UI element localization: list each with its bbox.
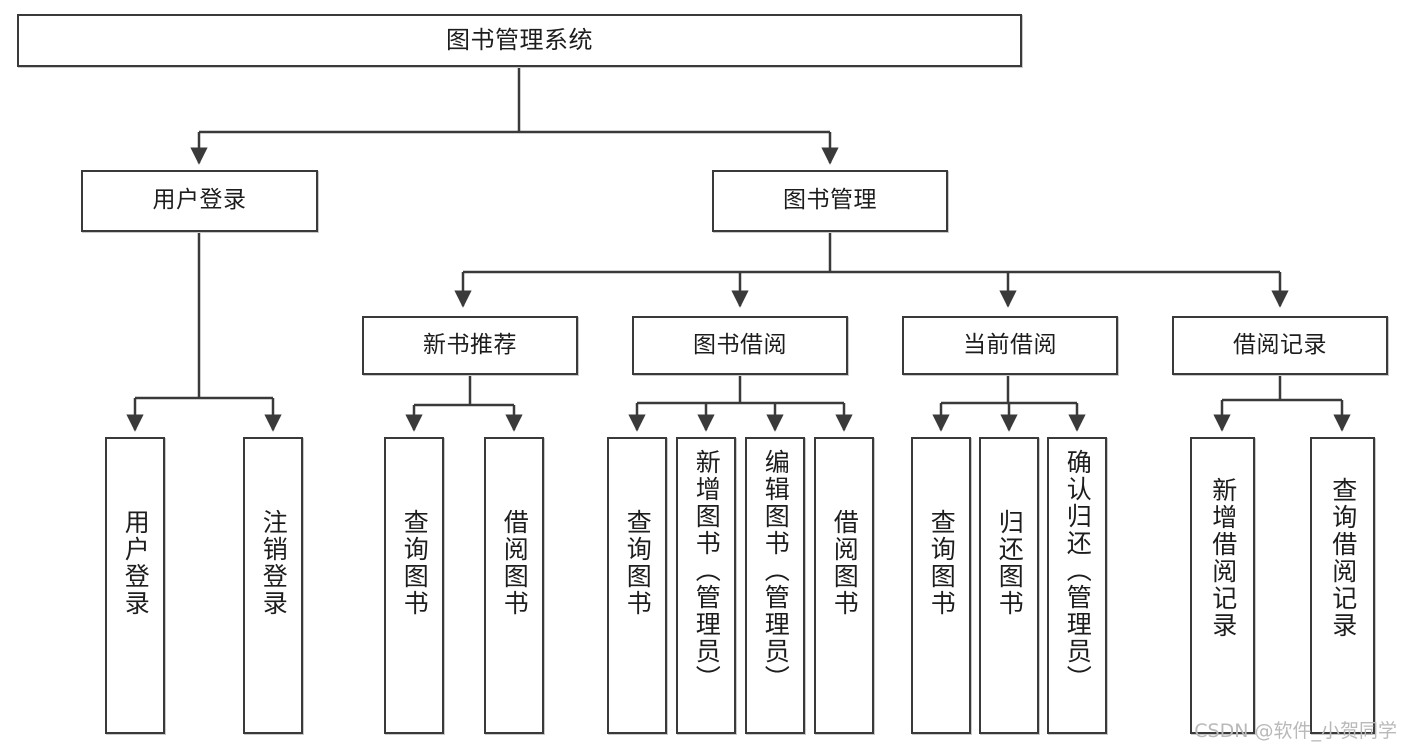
node-current-borrow[interactable]: 当前借阅 (902, 316, 1118, 375)
node-label: 确认归还（管理员） (1063, 449, 1093, 692)
leaf-borrow-book-1[interactable]: 借阅图书 (484, 437, 544, 734)
node-label: 注销登录 (259, 509, 289, 617)
node-borrow-record[interactable]: 借阅记录 (1172, 316, 1388, 375)
node-label: 用户登录 (121, 509, 151, 617)
leaf-add-record[interactable]: 新增借阅记录 (1190, 437, 1255, 734)
node-label: 图书管理 (783, 187, 877, 214)
leaf-confirm-return[interactable]: 确认归还（管理员） (1047, 437, 1107, 734)
node-label: 归还图书 (995, 509, 1025, 617)
leaf-return-book[interactable]: 归还图书 (979, 437, 1039, 734)
leaf-logout-login[interactable]: 注销登录 (243, 437, 303, 734)
node-label: 新增图书（管理员） (692, 449, 722, 692)
node-label: 借阅记录 (1233, 331, 1327, 358)
node-label: 编辑图书（管理员） (761, 449, 791, 692)
node-label: 新增借阅记录 (1208, 477, 1238, 639)
node-book-borrow[interactable]: 图书借阅 (632, 316, 848, 375)
node-user-login[interactable]: 用户登录 (81, 170, 318, 232)
node-label: 借阅图书 (500, 509, 530, 617)
leaf-borrow-book-2[interactable]: 借阅图书 (814, 437, 874, 734)
node-label: 新书推荐 (423, 331, 517, 358)
node-label: 查询图书 (623, 509, 653, 617)
leaf-edit-book[interactable]: 编辑图书（管理员） (745, 437, 805, 734)
node-label: 当前借阅 (963, 331, 1057, 358)
leaf-query-book-3[interactable]: 查询图书 (911, 437, 971, 734)
node-label: 用户登录 (152, 187, 247, 214)
node-root-book-management-system[interactable]: 图书管理系统 (17, 14, 1022, 67)
leaf-add-book[interactable]: 新增图书（管理员） (676, 437, 736, 734)
leaf-query-book-1[interactable]: 查询图书 (384, 437, 444, 734)
node-label: 查询图书 (400, 509, 430, 617)
leaf-user-login[interactable]: 用户登录 (105, 437, 165, 734)
node-book-manage[interactable]: 图书管理 (712, 170, 948, 232)
node-label: 查询图书 (927, 509, 957, 617)
node-label: 图书借阅 (693, 331, 787, 358)
leaf-query-book-2[interactable]: 查询图书 (607, 437, 667, 734)
csdn-watermark: CSDN @软件_小贺同学 (1194, 720, 1397, 742)
node-label: 查询借阅记录 (1328, 477, 1358, 639)
node-label: 图书管理系统 (446, 26, 593, 55)
node-new-book-recommend[interactable]: 新书推荐 (362, 316, 578, 375)
leaf-query-record[interactable]: 查询借阅记录 (1310, 437, 1375, 734)
node-label: 借阅图书 (830, 509, 860, 617)
